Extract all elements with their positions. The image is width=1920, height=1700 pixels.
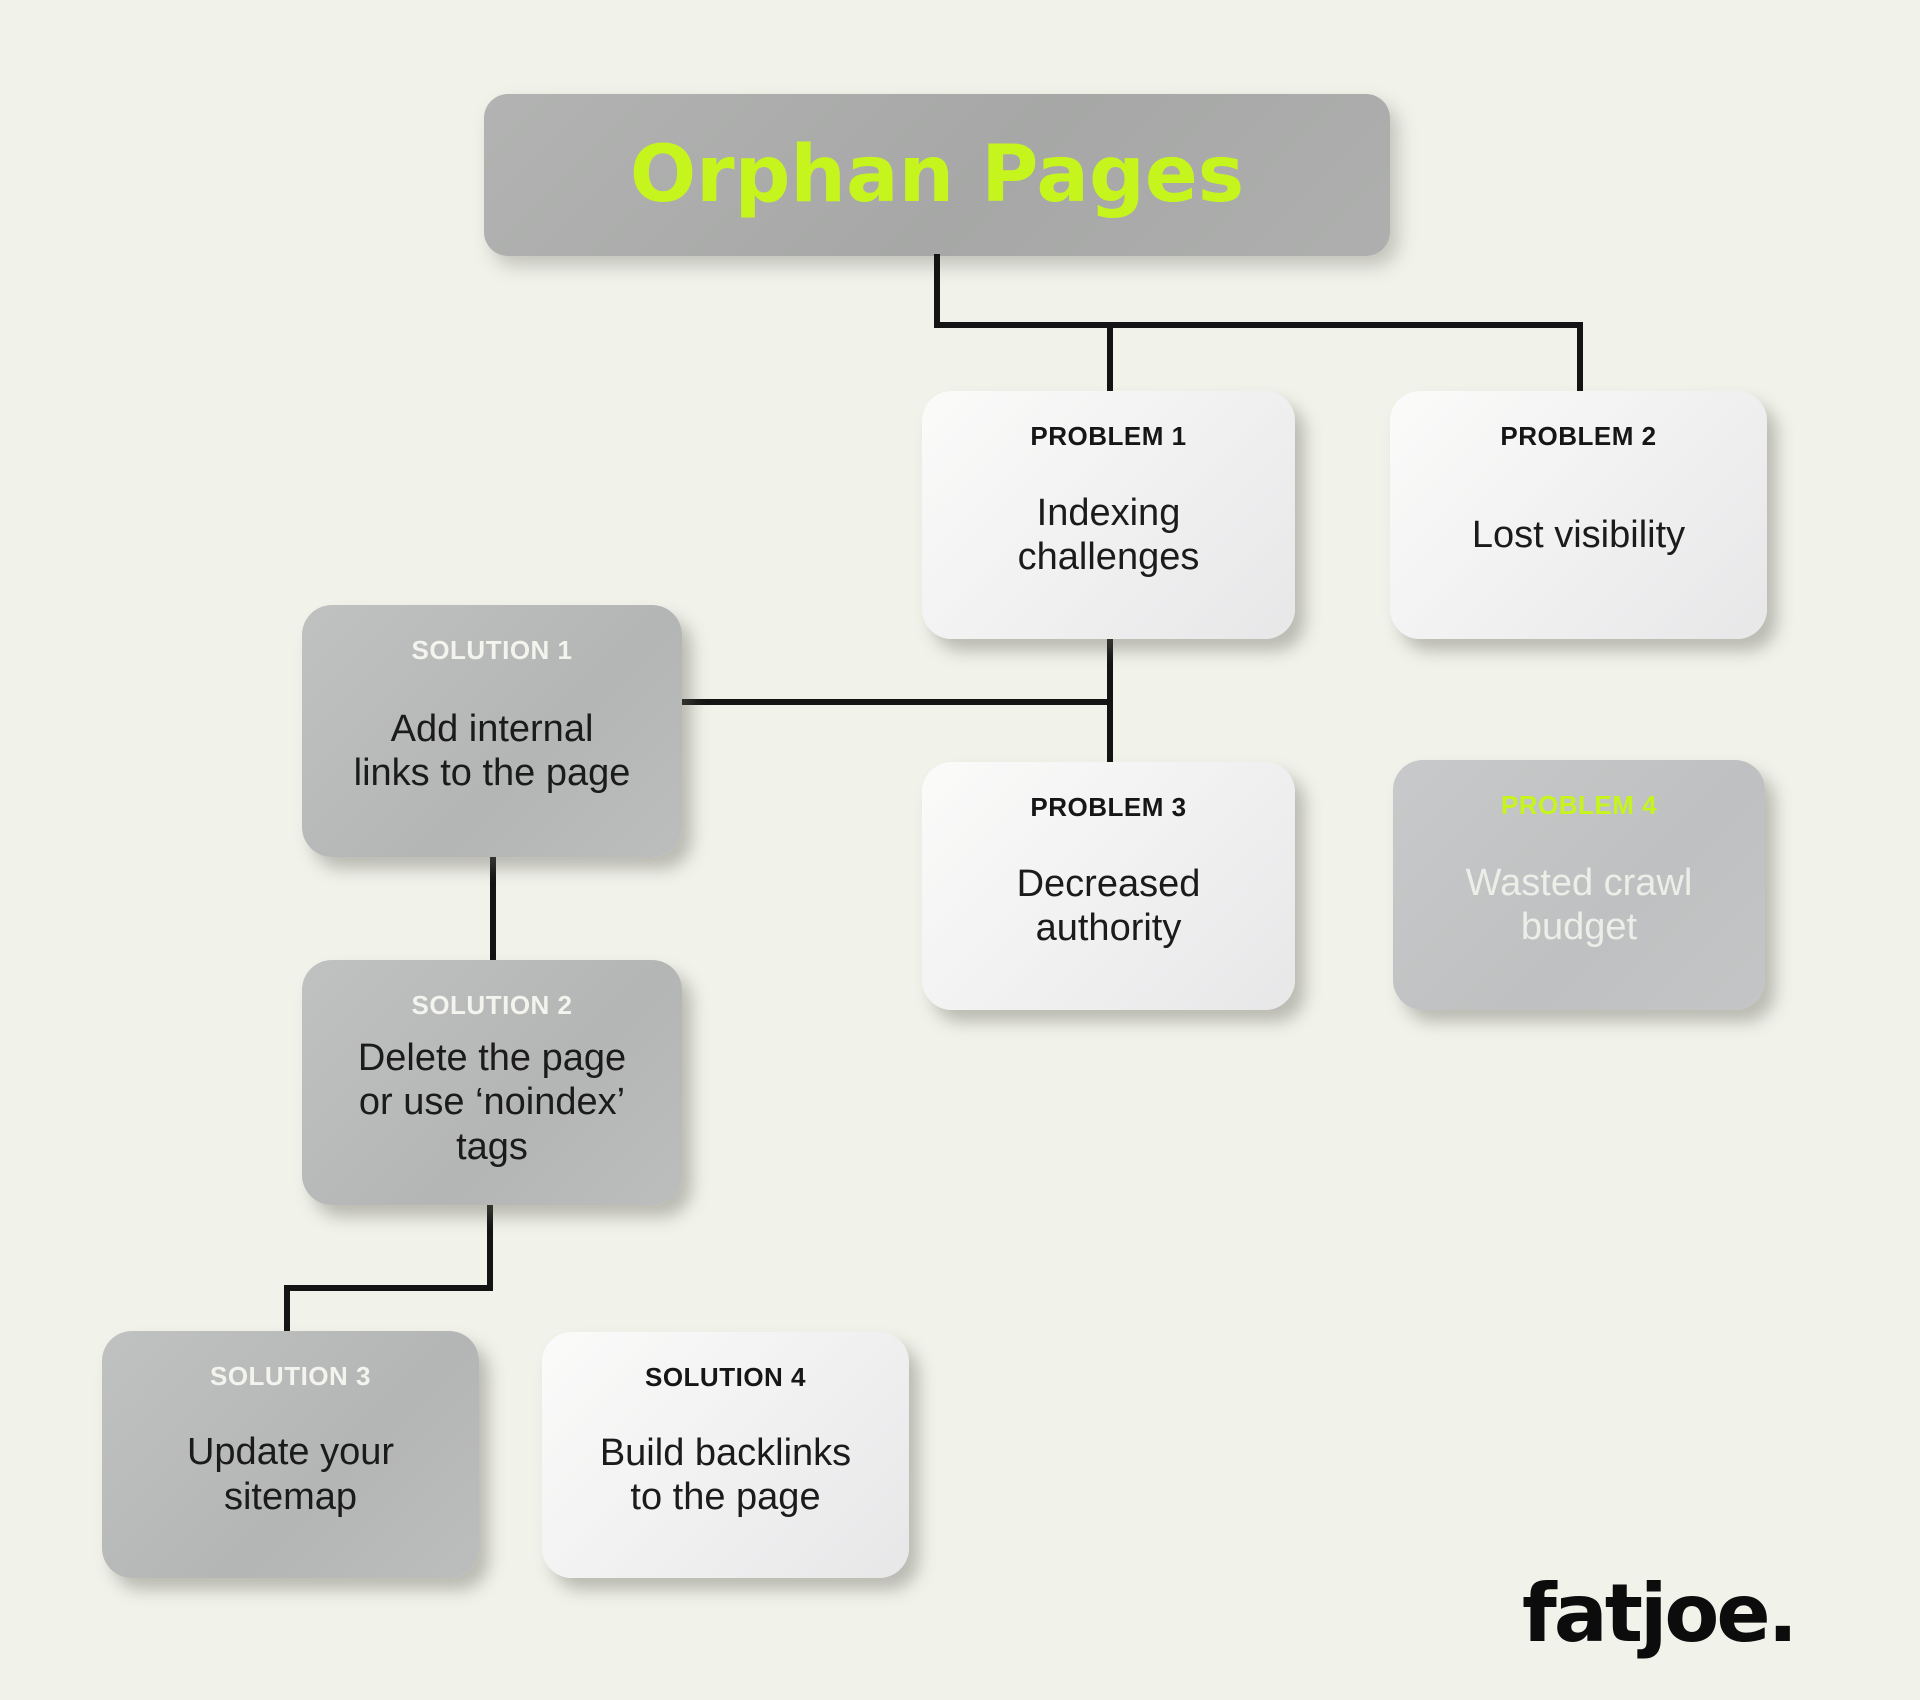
problem-4-label: PROBLEM 4 bbox=[1500, 790, 1658, 820]
problem-4-card: PROBLEM 4 Wasted crawl budget bbox=[1393, 760, 1765, 1010]
problem-3-label: PROBLEM 3 bbox=[1030, 792, 1187, 822]
problem-2-label: PROBLEM 2 bbox=[1500, 421, 1657, 451]
page-title: Orphan Pages bbox=[629, 130, 1245, 220]
problem-2-text: Lost visibility bbox=[1471, 513, 1686, 556]
solution-2-card: SOLUTION 2 Delete the page or use ‘noind… bbox=[302, 960, 682, 1205]
solution-4-text: Build backlinks to the page bbox=[599, 1431, 852, 1518]
connector-solution1-across bbox=[682, 699, 1113, 705]
problem-1-label: PROBLEM 1 bbox=[1030, 421, 1187, 451]
connector-problems-across bbox=[934, 322, 1583, 328]
fatjoe-logo: fatjoe. bbox=[1521, 1567, 1798, 1660]
connector-solution1-to-solution2 bbox=[490, 855, 496, 962]
solution-2-label: SOLUTION 2 bbox=[411, 990, 573, 1020]
solution-3-label: SOLUTION 3 bbox=[209, 1361, 371, 1391]
problem-3-card: PROBLEM 3 Decreased authority bbox=[922, 762, 1295, 1010]
connector-to-problem-2 bbox=[1577, 322, 1583, 397]
connector-solution2-down bbox=[487, 1203, 493, 1291]
solution-1-label: SOLUTION 1 bbox=[411, 635, 573, 665]
connector-to-problem-1 bbox=[1107, 322, 1113, 397]
solution-1-card: SOLUTION 1 Add internal links to the pag… bbox=[302, 605, 682, 857]
problem-1-text: Indexing challenges bbox=[1017, 491, 1200, 578]
solution-3-text: Update your sitemap bbox=[186, 1431, 394, 1518]
solution-4-label: SOLUTION 4 bbox=[644, 1362, 806, 1392]
solution-3-card: SOLUTION 3 Update your sitemap bbox=[102, 1331, 479, 1578]
solution-2-text: Delete the page or use ‘noindex’ tags bbox=[357, 1037, 627, 1168]
connector-elbow-across bbox=[284, 1285, 493, 1291]
problem-2-card: PROBLEM 2 Lost visibility bbox=[1390, 391, 1767, 639]
title-card: Orphan Pages bbox=[484, 94, 1390, 256]
problem-1-card: PROBLEM 1 Indexing challenges bbox=[922, 391, 1295, 639]
problem-4-text: Wasted crawl budget bbox=[1465, 861, 1693, 948]
connector-to-solution3 bbox=[284, 1285, 290, 1333]
problem-3-text: Decreased authority bbox=[1016, 862, 1201, 949]
solution-1-text: Add internal links to the page bbox=[353, 707, 631, 794]
solution-4-card: SOLUTION 4 Build backlinks to the page bbox=[542, 1332, 909, 1578]
connector-title-down bbox=[934, 254, 940, 328]
